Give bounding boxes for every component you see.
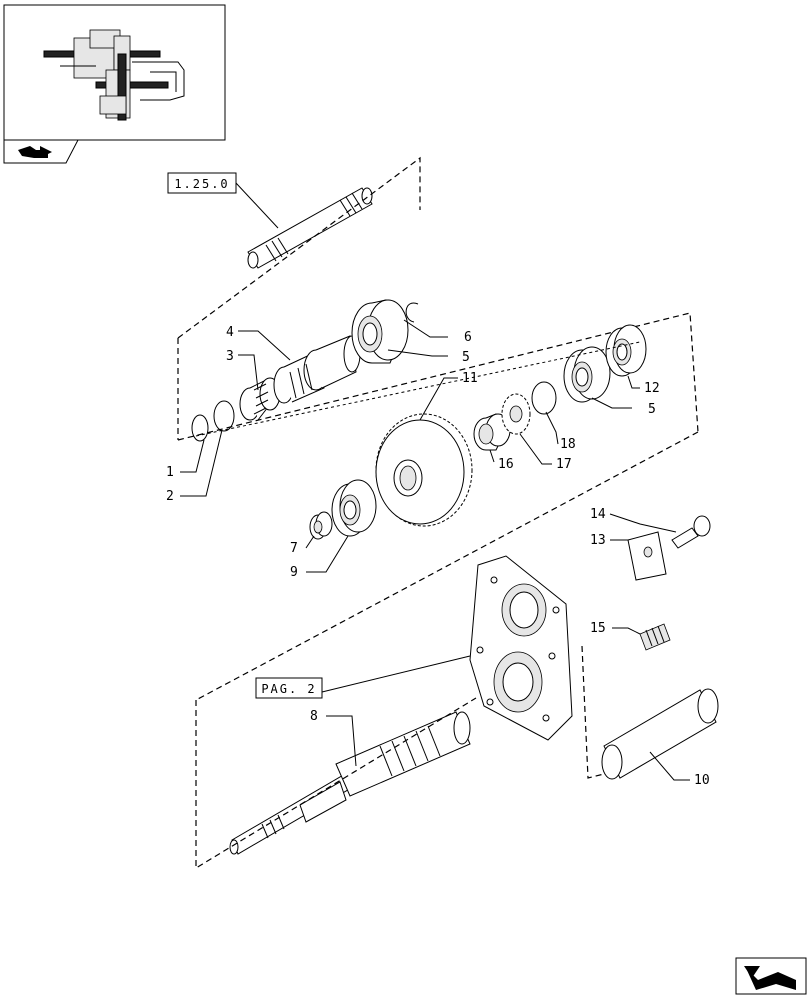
leader-lines: [180, 319, 690, 781]
pin-10: [601, 688, 719, 780]
callout-5-lower: 5: [648, 402, 656, 417]
washer-18: [531, 381, 557, 415]
pinion-shaft-4: [273, 335, 361, 404]
upper-shaft: [247, 187, 373, 269]
ref-page-label[interactable]: PAG. 2: [261, 682, 316, 696]
ref-box-page[interactable]: [255, 677, 323, 699]
bearing-5-upper: [351, 299, 409, 364]
callout-1: 1: [166, 465, 174, 480]
callout-15: 15: [590, 621, 606, 636]
bearing-12: [605, 324, 647, 377]
callout-12: 12: [644, 381, 660, 396]
callout-4: 4: [226, 325, 234, 340]
callout-14: 14: [590, 507, 606, 522]
callout-3: 3: [226, 349, 234, 364]
ref-top-label[interactable]: 1.25.0: [174, 177, 229, 191]
callout-5-upper: 5: [462, 350, 470, 365]
ring-2: [213, 400, 235, 432]
callout-6: 6: [464, 330, 472, 345]
callout-13: 13: [590, 533, 606, 548]
callout-10: 10: [694, 773, 710, 788]
callout-16: 16: [498, 457, 514, 472]
book-arrow-icon[interactable]: [3, 139, 79, 164]
plate-13: [627, 531, 667, 581]
assembly-location-thumbnail[interactable]: [3, 4, 226, 141]
mid-enclosure: [177, 312, 699, 441]
callout-8: 8: [310, 709, 318, 724]
callout-7: 7: [290, 541, 298, 556]
nut-7: [309, 511, 333, 540]
gear-11: [375, 413, 473, 527]
circlip-1: [191, 414, 209, 442]
bolt-14: [671, 515, 711, 549]
housing-plate: [469, 555, 573, 741]
spring-15: [639, 623, 671, 651]
callout-9: 9: [290, 565, 298, 580]
callout-17: 17: [556, 457, 572, 472]
next-page-arrow-icon[interactable]: [735, 957, 807, 995]
callout-2: 2: [166, 489, 174, 504]
callout-18: 18: [560, 437, 576, 452]
circlip-6: [405, 302, 419, 323]
bearing-5-lower: [563, 346, 611, 403]
bearing-9: [331, 479, 377, 537]
needle-bearing-3: [239, 377, 281, 421]
sprocket-17: [501, 393, 531, 435]
main-shaft-8: [229, 711, 471, 855]
callout-11: 11: [462, 371, 478, 386]
